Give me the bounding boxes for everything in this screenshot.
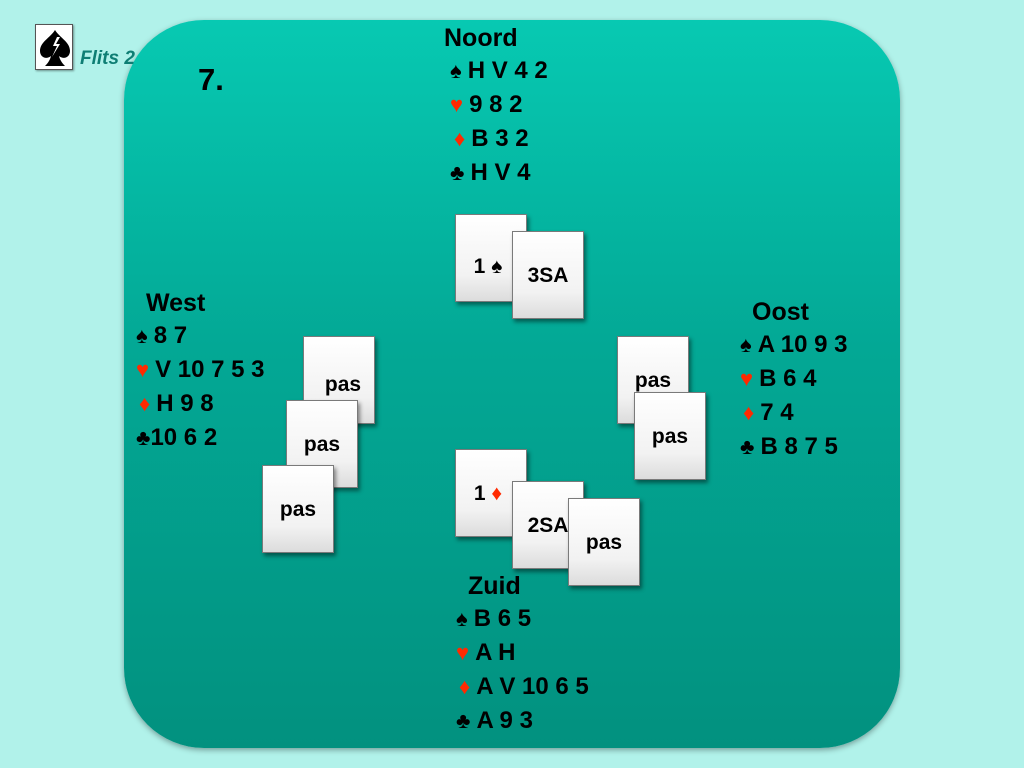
- bid-label: pas: [634, 369, 672, 392]
- club-icon: ♣: [740, 434, 755, 459]
- bid-label: pas: [279, 498, 317, 521]
- bid-label: 2SA: [527, 514, 569, 537]
- west-hearts: V 10 7 5 3: [155, 356, 265, 383]
- deal-number: 7.: [198, 62, 224, 97]
- diamond-icon: ♦: [491, 482, 503, 505]
- east-hand: Oost ♠A 10 9 3 ♥B 6 4 ♦7 4 ♣B 8 7 5: [740, 296, 848, 464]
- south-spades: B 6 5: [473, 605, 532, 632]
- bid-label: pas: [324, 373, 362, 396]
- table-felt: [124, 20, 900, 748]
- heart-icon: ♥: [456, 640, 470, 665]
- east-name: Oost: [752, 298, 809, 326]
- heart-icon: ♥: [136, 357, 150, 382]
- bid-label: pas: [585, 531, 623, 554]
- bid-card-north-2[interactable]: 3SA: [512, 231, 584, 319]
- spade-logo-icon: [35, 24, 73, 70]
- north-diamonds: B 3 2: [471, 125, 529, 152]
- west-diamonds: H 9 8: [156, 390, 214, 417]
- spade-icon: ♠: [456, 606, 468, 631]
- south-clubs: A 9 3: [476, 707, 533, 734]
- south-diamonds: A V 10 6 5: [476, 673, 589, 700]
- north-spades: H V 4 2: [467, 57, 548, 84]
- bid-card-south-3[interactable]: pas: [568, 498, 640, 586]
- bid-level: 1: [473, 255, 486, 278]
- north-hand: Noord ♠H V 4 2 ♥9 8 2 ♦B 3 2 ♣H V 4: [444, 22, 548, 190]
- spade-icon: ♠: [491, 255, 503, 278]
- north-clubs: H V 4: [470, 159, 531, 186]
- heart-icon: ♥: [740, 366, 754, 391]
- diamond-icon: ♦: [743, 400, 755, 425]
- south-hearts: A H: [475, 639, 516, 666]
- east-diamonds: 7 4: [760, 399, 794, 426]
- club-icon: ♣: [136, 425, 151, 450]
- bid-label: pas: [303, 433, 341, 456]
- spade-icon: ♠: [740, 332, 752, 357]
- spade-icon: ♠: [136, 323, 148, 348]
- west-clubs: 10 6 2: [150, 424, 218, 451]
- heart-icon: ♥: [450, 92, 464, 117]
- diamond-icon: ♦: [454, 126, 466, 151]
- north-name: Noord: [444, 24, 518, 52]
- east-spades: A 10 9 3: [757, 331, 848, 358]
- diamond-icon: ♦: [459, 674, 471, 699]
- east-hearts: B 6 4: [759, 365, 817, 392]
- south-hand: Zuid ♠B 6 5 ♥A H ♦A V 10 6 5 ♣A 9 3: [456, 570, 589, 738]
- bid-label: 3SA: [527, 264, 569, 287]
- bid-card-west-3[interactable]: pas: [262, 465, 334, 553]
- spade-icon: ♠: [450, 58, 462, 83]
- west-spades: 8 7: [153, 322, 188, 349]
- east-clubs: B 8 7 5: [760, 433, 838, 460]
- bid-label: pas: [651, 425, 689, 448]
- logo-text: Flits 2: [80, 48, 135, 69]
- club-icon: ♣: [450, 160, 465, 185]
- bid-level: 1: [473, 482, 486, 505]
- bid-card-east-2[interactable]: pas: [634, 392, 706, 480]
- diamond-icon: ♦: [139, 391, 151, 416]
- west-hand: West ♠8 7 ♥V 10 7 5 3 ♦H 9 8 ♣10 6 2: [136, 287, 264, 455]
- club-icon: ♣: [456, 708, 471, 733]
- south-name: Zuid: [468, 572, 521, 600]
- west-name: West: [146, 289, 206, 317]
- north-hearts: 9 8 2: [469, 91, 523, 118]
